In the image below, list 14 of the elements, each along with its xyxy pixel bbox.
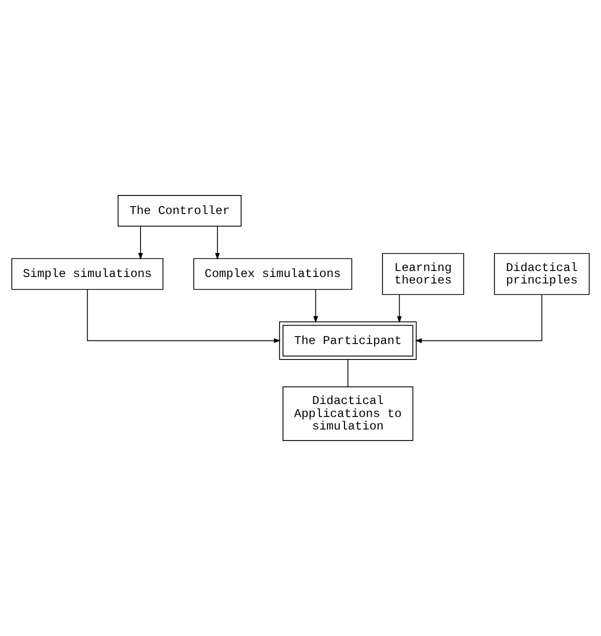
node-box: Learning theories <box>382 253 464 295</box>
node-box: The Controller <box>118 194 242 227</box>
connector <box>347 359 348 388</box>
arrow <box>215 226 220 260</box>
node-box: Simple simulations <box>11 258 164 290</box>
node-box: The Participant <box>279 321 417 360</box>
arrow <box>313 289 318 323</box>
node-box: Didactical Applications to simulation <box>282 386 414 442</box>
node-box: Didactical principles <box>494 253 590 295</box>
arrow <box>86 289 281 344</box>
node-box: Complex simulations <box>193 258 352 290</box>
arrow <box>414 294 542 344</box>
arrow <box>396 294 402 324</box>
arrow <box>138 226 143 260</box>
